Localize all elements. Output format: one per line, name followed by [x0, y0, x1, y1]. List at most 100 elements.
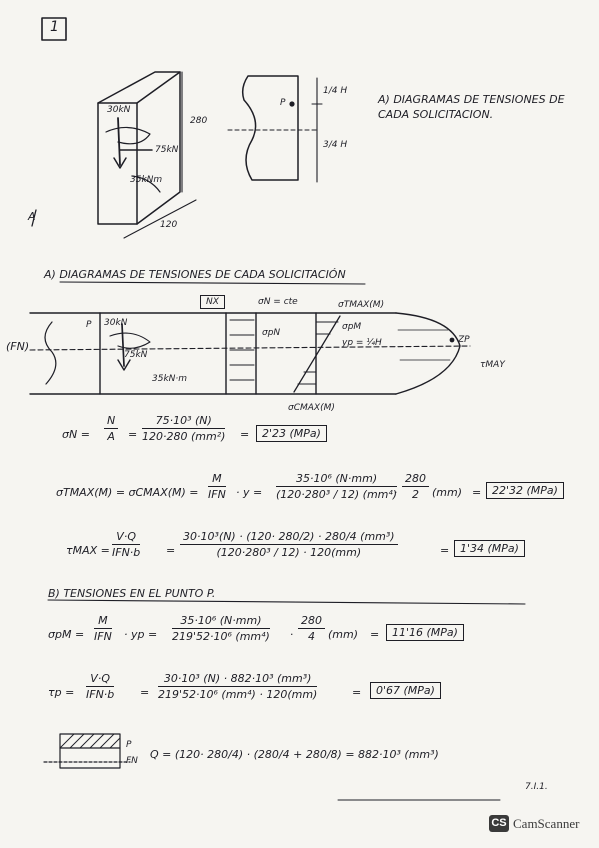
fig1-load-horizontal: 75kN: [155, 145, 179, 155]
eq-sigma-max-result: 22'32 (MPa): [486, 482, 564, 499]
eq-sigma-max-frac2-den: (120·280³ / 12) (mm⁴): [276, 488, 398, 501]
eq-sigma-p-frac1: M IFN: [94, 614, 112, 643]
load-v-label: 30kN: [104, 318, 128, 328]
eq-tau-max-frac2-num: 30·10³(N) · (120· 280/2) · 280/4 (mm³): [180, 530, 398, 545]
problem-number-box: [41, 17, 67, 41]
eq-sigma-max-dot: ·: [394, 486, 398, 499]
eq-sigma-n-frac2-num: 75·10³ (N): [142, 414, 226, 429]
block-3d-sketch: [31, 71, 197, 239]
eq-sigma-p-unit: (mm): [328, 628, 359, 641]
fig1-moment: 35kNm: [130, 175, 163, 185]
eq-sigma-p-eq: =: [370, 628, 380, 641]
eq-tau-max-eq1: =: [166, 544, 176, 557]
eq-tau-p-lhs: τp =: [48, 686, 75, 699]
eq-tau-p-frac1-den: IFN·b: [86, 688, 115, 701]
eq-sigma-max-y: · y =: [236, 486, 263, 499]
eq-tau-p-frac2-den: 219'52·10⁶ (mm⁴) · 120(mm): [158, 688, 318, 701]
eq-sigma-n-frac1-num: N: [104, 414, 119, 429]
eq-tau-p-frac1-num: V·Q: [86, 672, 115, 687]
eq-sigma-p-frac3: 280 4: [298, 614, 325, 643]
eq-sigma-max-frac2: 35·10⁶ (N·mm) (120·280³ / 12) (mm⁴): [276, 472, 398, 501]
load-h-label: 75kN: [124, 350, 148, 360]
eq-tau-max-eq2: =: [440, 544, 450, 557]
eq-sigma-max-frac2-num: 35·10⁶ (N·mm): [276, 472, 398, 487]
eq-sigma-max-unit: (mm): [432, 486, 463, 499]
fn-label: (FN): [6, 340, 30, 353]
fig1-width: 120: [160, 220, 178, 230]
eq-tau-max-lhs: τMAX =: [66, 544, 110, 557]
zp-label: ZP: [458, 335, 470, 345]
eq-sigma-max-frac3: 280 2: [402, 472, 429, 501]
load-p-label: P: [86, 320, 92, 330]
fig1-load-vertical: 30kN: [107, 105, 131, 115]
eq-tau-p-eq1: =: [140, 686, 150, 699]
eq-sigma-p-yp: · yp =: [124, 628, 158, 641]
eq-sigma-p-frac1-den: IFN: [94, 630, 112, 643]
eq-tau-max-result: 1'34 (MPa): [454, 540, 525, 557]
cross-section-sketch: [227, 75, 323, 183]
eq-tau-max-frac1: V·Q IFN·b: [112, 530, 141, 559]
eq-sigma-n-frac1: N A: [104, 414, 119, 443]
eq-sigma-n-frac1-den: A: [107, 430, 115, 443]
eq-q-fn-label: FN: [126, 756, 138, 766]
eq-sigma-n-frac2: 75·10³ (N) 120·280 (mm²): [142, 414, 226, 443]
eq-sigma-n-eq2: =: [240, 428, 250, 441]
yp-label: yp = ¼H: [342, 338, 382, 348]
eq-sigma-p-frac3-den: 4: [308, 630, 315, 643]
eq-sigma-p-dot: ·: [290, 628, 294, 641]
eq-sigma-n-frac2-den: 120·280 (mm²): [142, 430, 226, 443]
fig1-height: 280: [190, 116, 208, 126]
sigma-p-m: σpM: [342, 322, 362, 332]
fig1-point-label: P: [280, 98, 286, 108]
sigma-n-cte: σN = cte: [258, 297, 298, 307]
eq-tau-max-frac1-num: V·Q: [112, 530, 141, 545]
eq-sigma-p-frac1-num: M: [94, 614, 112, 629]
eq-sigma-max-frac1: M IFN: [208, 472, 226, 501]
eq-tau-p-eq2: =: [352, 686, 362, 699]
eq-sigma-p-frac2-num: 35·10⁶ (N·mm): [172, 614, 270, 629]
stress-diagram-sketch: [29, 312, 471, 395]
eq-sigma-max-frac3-num: 280: [402, 472, 429, 487]
question-a-text: A) DIAGRAMAS DE TENSIONES DE CADA SOLICI…: [378, 93, 565, 121]
eq-tau-p-frac1: V·Q IFN·b: [86, 672, 115, 701]
eq-sigma-n-lhs: σN =: [62, 428, 90, 441]
sigma-p-n: σpN: [262, 328, 281, 338]
signature: 7.I.1.: [525, 782, 548, 792]
eq-sigma-p-frac3-num: 280: [298, 614, 325, 629]
load-m-label: 35kN·m: [152, 374, 188, 384]
eq-sigma-max-frac1-num: M: [208, 472, 226, 487]
eq-sigma-p-frac2-den: 219'52·10⁶ (mm⁴): [172, 630, 270, 643]
eq-sigma-max-lhs: σTMAX(M) = σCMAX(M) =: [56, 486, 199, 499]
sigma-max-c: σCMAX(M): [288, 403, 335, 413]
eq-q-p-label: P: [126, 740, 132, 750]
fig1-corner-label: A: [28, 210, 36, 223]
tau-may-label: τMAY: [480, 360, 505, 370]
section-b-heading: B) TENSIONES EN EL PUNTO P.: [48, 587, 216, 600]
section-a-heading: A) DIAGRAMAS DE TENSIONES DE CADA SOLICI…: [44, 268, 346, 281]
problem-number: 1: [50, 19, 59, 35]
eq-sigma-p-frac2: 35·10⁶ (N·mm) 219'52·10⁶ (mm⁴): [172, 614, 270, 643]
sigma-max-t: σTMAX(M): [338, 300, 385, 310]
fig1-quarter-label: 1/4 H: [323, 86, 348, 96]
eq-sigma-p-result: 11'16 (MPa): [386, 624, 464, 641]
nx-box: NX: [200, 295, 225, 309]
eq-sigma-n-result: 2'23 (MPa): [256, 425, 327, 442]
eq-tau-max-frac2-den: (120·280³ / 12) · 120(mm): [216, 546, 362, 559]
camscanner-logo-icon: CS: [489, 815, 509, 832]
hatched-section-sketch: [43, 733, 131, 769]
fig1-three-quarter-label: 3/4 H: [323, 140, 348, 150]
eq-tau-p-frac2-num: 30·10³ (N) · 882·10³ (mm³): [158, 672, 318, 687]
eq-tau-p-result: 0'67 (MPa): [370, 682, 441, 699]
camscanner-brand: CamScanner: [513, 816, 580, 831]
eq-tau-p-frac2: 30·10³ (N) · 882·10³ (mm³) 219'52·10⁶ (m…: [158, 672, 318, 701]
eq-sigma-max-frac1-den: IFN: [208, 488, 226, 501]
eq-tau-max-frac1-den: IFN·b: [112, 546, 141, 559]
eq-q-expression: Q = (120· 280/4) · (280/4 + 280/8) = 882…: [150, 748, 439, 761]
eq-sigma-n-eq1: =: [128, 428, 138, 441]
eq-sigma-p-lhs: σpM =: [48, 628, 85, 641]
eq-sigma-max-eq: =: [472, 486, 482, 499]
eq-sigma-max-frac3-den: 2: [412, 488, 419, 501]
eq-tau-max-frac2: 30·10³(N) · (120· 280/2) · 280/4 (mm³) (…: [180, 530, 398, 559]
